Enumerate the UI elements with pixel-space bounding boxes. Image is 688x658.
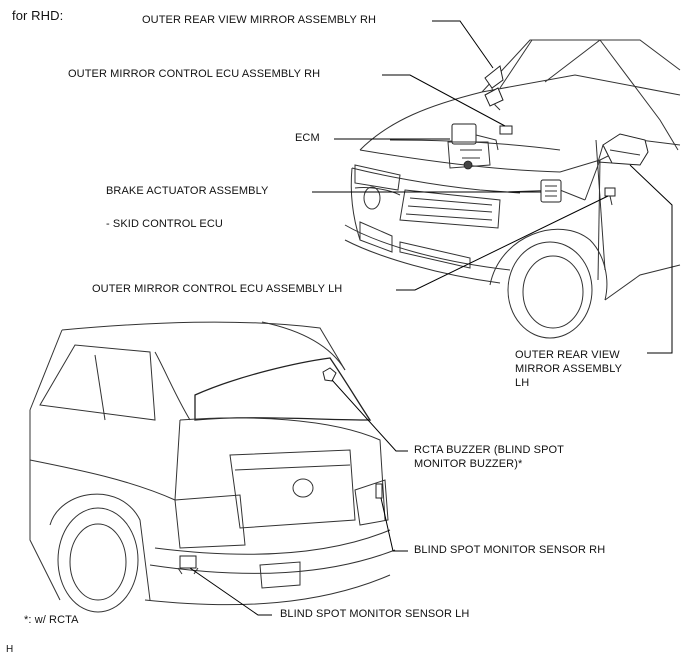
label-outer-rear-view-mirror-lh-line2: MIRROR ASSEMBLY (515, 363, 623, 375)
label-outer-mirror-control-ecu-rh: OUTER MIRROR CONTROL ECU ASSEMBLY RH (68, 68, 321, 80)
front-vehicle-drawing (344, 39, 681, 339)
label-blind-spot-monitor-sensor-lh: BLIND SPOT MONITOR SENSOR LH (280, 608, 470, 620)
label-rcta-buzzer-line2: MONITOR BUZZER)* (414, 458, 523, 470)
label-brake-actuator-assembly: BRAKE ACTUATOR ASSEMBLY (106, 185, 269, 197)
leader-lines (189, 20, 673, 616)
label-blind-spot-monitor-sensor-rh: BLIND SPOT MONITOR SENSOR RH (414, 544, 606, 556)
rear-vehicle-drawing (29, 321, 396, 613)
label-outer-rear-view-mirror-lh-line3: LH (515, 377, 530, 389)
diagram-header: for RHD: (12, 8, 64, 23)
label-rcta-buzzer-line1: RCTA BUZZER (BLIND SPOT (414, 444, 564, 456)
corner-mark: H (6, 644, 14, 655)
label-outer-mirror-control-ecu-lh: OUTER MIRROR CONTROL ECU ASSEMBLY LH (92, 283, 343, 295)
label-skid-control-ecu: - SKID CONTROL ECU (106, 218, 223, 230)
footnote: *: w/ RCTA (24, 614, 79, 626)
label-outer-rear-view-mirror-lh-line1: OUTER REAR VIEW (515, 349, 620, 361)
label-outer-rear-view-mirror-rh: OUTER REAR VIEW MIRROR ASSEMBLY RH (142, 14, 377, 26)
label-ecm: ECM (295, 132, 320, 144)
